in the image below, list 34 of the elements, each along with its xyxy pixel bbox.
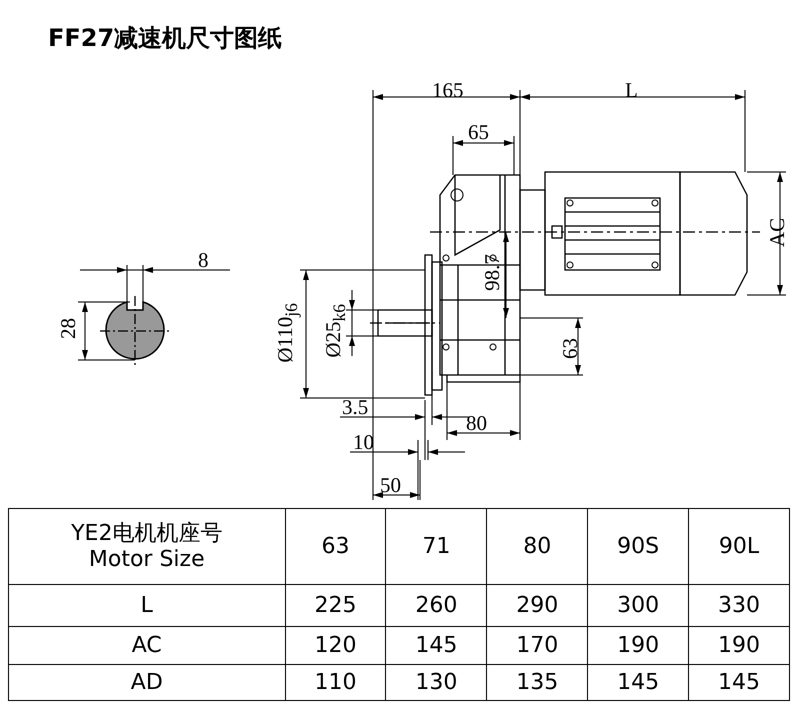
table-cell: 190 (688, 626, 790, 664)
column-header-cell: 90L (688, 508, 790, 584)
table-cell: 120 (285, 626, 386, 664)
dimension-label: 50 (380, 475, 401, 496)
column-header-cell: 80 (486, 508, 588, 584)
dimension-label: 80 (466, 413, 487, 434)
table-cell: 290 (486, 584, 588, 626)
row-header-cell: AC (8, 626, 286, 664)
table-cell: 110 (285, 664, 386, 700)
dimension-label: 8 (198, 250, 208, 271)
dimension-label: 63 (560, 338, 581, 359)
table-cell: 145 (588, 664, 689, 700)
table-cell: 260 (386, 584, 487, 626)
dimension-label: 10 (353, 432, 374, 453)
table-cell: 145 (688, 664, 790, 700)
table-cell: 170 (486, 626, 588, 664)
dimension-label: 3.5 (342, 397, 368, 418)
table-cell: 225 (285, 584, 386, 626)
table-cell: 190 (588, 626, 689, 664)
table-cell: 135 (486, 664, 588, 700)
table-cell: 130 (386, 664, 487, 700)
column-header-cell: 63 (285, 508, 386, 584)
title: FF27减速机尺寸图纸 (48, 23, 282, 54)
row-header-cell: AD (8, 664, 286, 700)
row-header-cell: YE2电机机座号 Motor Size (8, 508, 286, 584)
dimension-label: 98.7 (482, 254, 503, 291)
row-header-cell: L (8, 584, 286, 626)
table-cell: 300 (588, 584, 689, 626)
table-cell: 145 (386, 626, 487, 664)
dimension-label: 28 (58, 318, 79, 339)
dimension-label: 65 (468, 122, 489, 143)
column-header-cell: 71 (386, 508, 487, 584)
column-header-cell: 90S (588, 508, 689, 584)
table-cell: 330 (688, 584, 790, 626)
